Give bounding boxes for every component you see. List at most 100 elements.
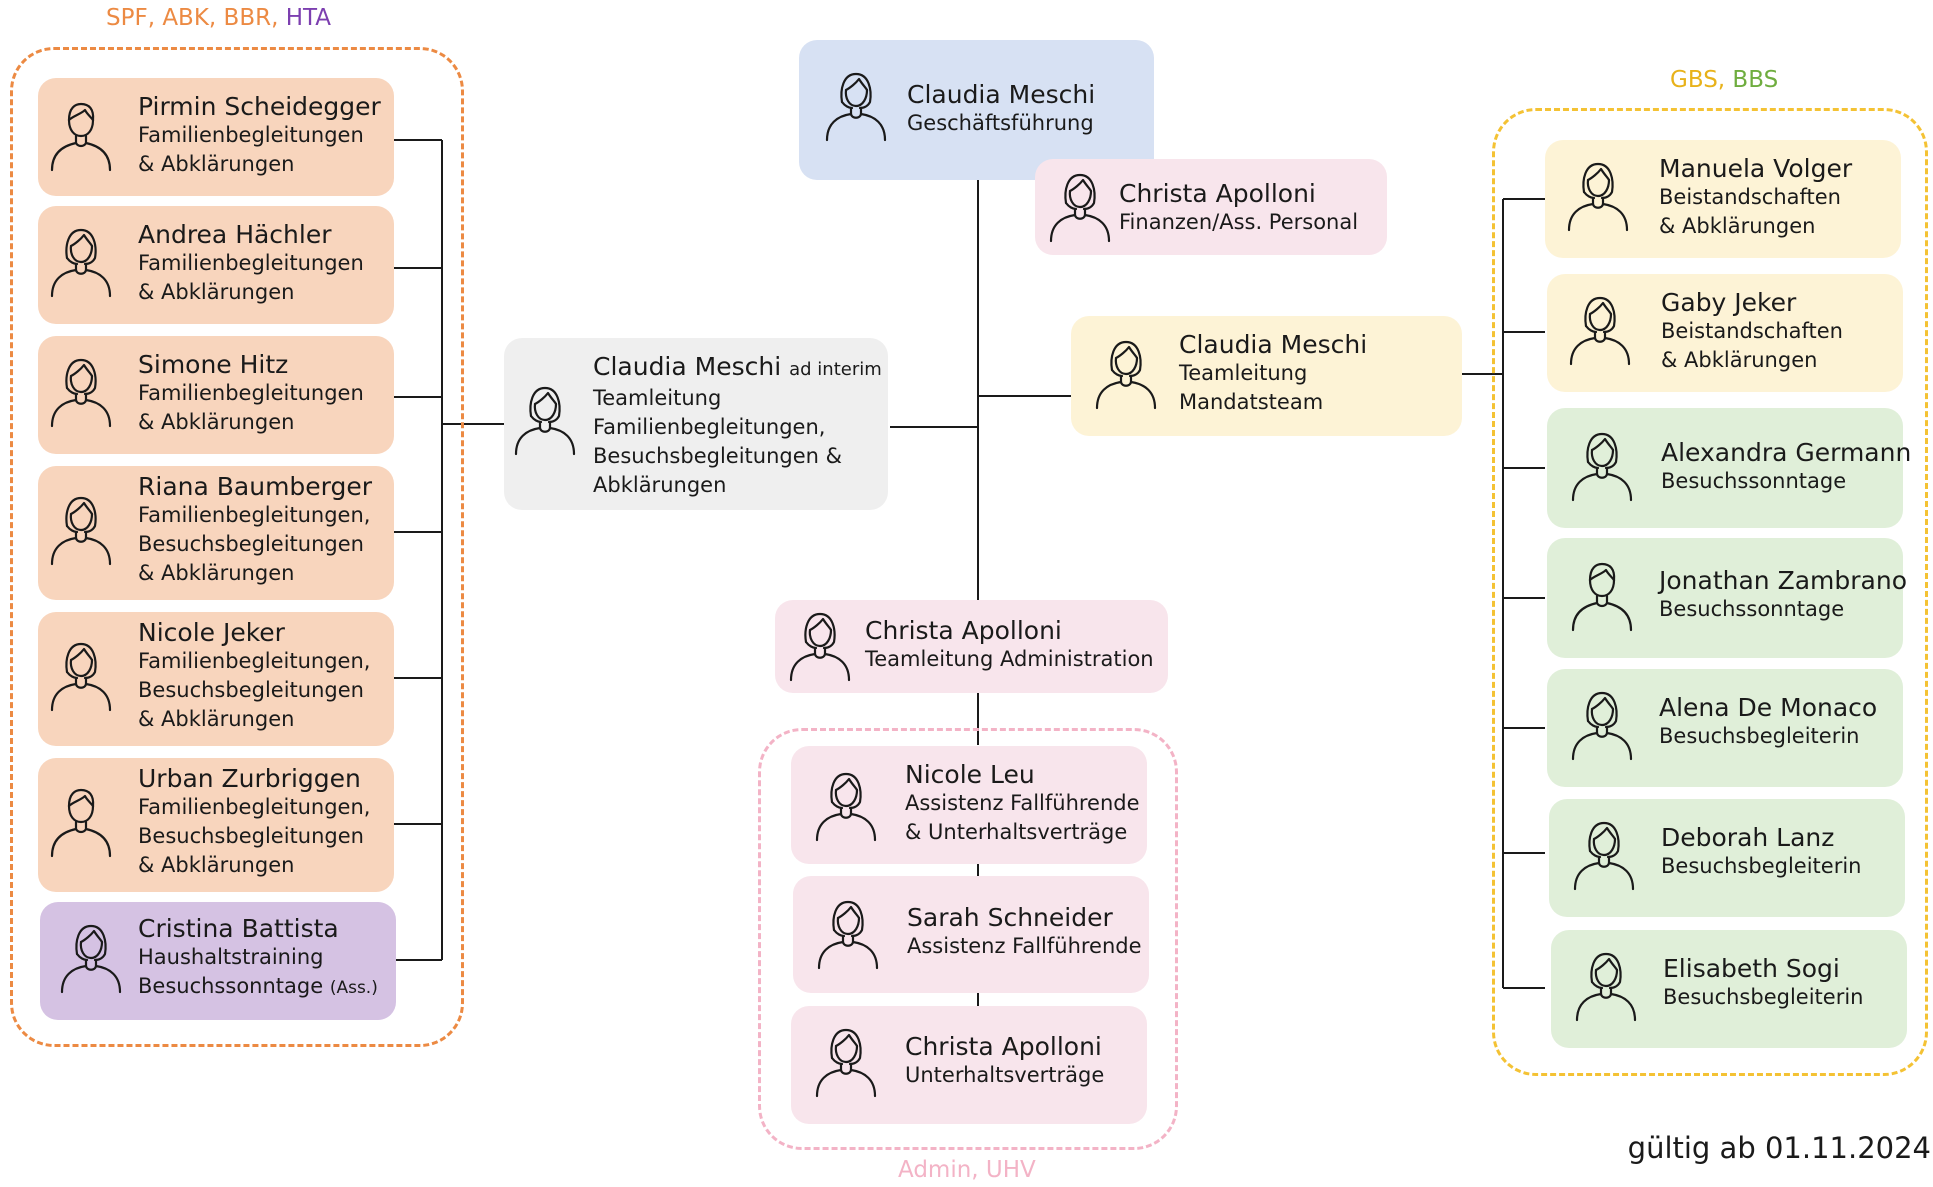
right-member-role: Beistandschaften bbox=[1661, 319, 1843, 343]
woman-icon bbox=[1573, 948, 1639, 1022]
right-member-name: Alena De Monaco bbox=[1659, 693, 1878, 722]
left-member-role: Besuchssonntage (Ass.) bbox=[138, 974, 378, 998]
left-member-role: Besuchsbegleitungen bbox=[138, 532, 364, 556]
woman-icon bbox=[813, 1024, 879, 1098]
card-right-member: Deborah Lanz Besuchsbegleiterin bbox=[1549, 799, 1905, 917]
card-right-member: Gaby Jeker Beistandschaften & Abklärunge… bbox=[1547, 274, 1903, 392]
card-right-member: Alexandra Germann Besuchssonntage bbox=[1547, 408, 1911, 528]
mandate-lead-role-1: Teamleitung bbox=[1179, 361, 1308, 385]
left-member-role: Haushaltstraining bbox=[138, 945, 324, 969]
card-left-member: Pirmin Scheidegger Familienbegleitungen … bbox=[38, 78, 394, 196]
right-member-role: Besuchssonntage bbox=[1659, 597, 1845, 621]
card-mandate-lead: Claudia Meschi Teamleitung Mandatsteam bbox=[1071, 316, 1462, 436]
left-member-role: & Abklärungen bbox=[138, 853, 295, 877]
left-member-role: Familienbegleitungen bbox=[138, 123, 364, 147]
admin-group-label: Admin, UHV bbox=[898, 1157, 1036, 1183]
role-note: (Ass.) bbox=[329, 978, 378, 998]
right-member-name: Manuela Volger bbox=[1659, 154, 1853, 183]
right-member-role: Besuchsbegleiterin bbox=[1659, 724, 1860, 748]
card-right-member: Elisabeth Sogi Besuchsbegleiterin bbox=[1551, 930, 1907, 1048]
mandate-lead-name: Claudia Meschi bbox=[1179, 330, 1368, 359]
right-member-name: Alexandra Germann bbox=[1661, 438, 1912, 467]
admin-member-name: Nicole Leu bbox=[905, 760, 1035, 789]
left-member-role: Familienbegleitungen bbox=[138, 251, 364, 275]
admin-member-role: Assistenz Fallführende bbox=[907, 934, 1142, 958]
admin-member-role: Assistenz Fallführende bbox=[905, 791, 1140, 815]
woman-icon bbox=[823, 68, 889, 142]
woman-icon bbox=[813, 768, 879, 842]
right-member-role: Besuchssonntage bbox=[1661, 469, 1847, 493]
woman-icon bbox=[58, 920, 124, 994]
woman-icon bbox=[1093, 336, 1159, 410]
left-member-role: & Abklärungen bbox=[138, 707, 295, 731]
left-member-role: Familienbegleitungen, bbox=[138, 503, 371, 527]
card-admin-lead: Christa Apolloni Teamleitung Administrat… bbox=[775, 600, 1168, 693]
card-right-member: Jonathan Zambrano Besuchssonntage bbox=[1547, 538, 1907, 658]
woman-icon bbox=[1567, 292, 1633, 366]
card-left-member: Cristina Battista Haushaltstraining Besu… bbox=[40, 902, 396, 1020]
finance-role: Finanzen/Ass. Personal bbox=[1119, 210, 1359, 234]
admin-team-group bbox=[758, 728, 1178, 1150]
admin-lead-name: Christa Apolloni bbox=[865, 616, 1062, 645]
right-team-group bbox=[1492, 108, 1928, 1076]
woman-icon bbox=[815, 896, 881, 970]
card-ceo: Claudia Meschi Geschäftsführung bbox=[799, 40, 1154, 180]
left-member-role: & Abklärungen bbox=[138, 152, 295, 176]
mandate-lead-role-2: Mandatsteam bbox=[1179, 390, 1324, 414]
woman-icon bbox=[1565, 158, 1631, 232]
woman-icon bbox=[48, 638, 114, 712]
family-lead-role-3: Besuchsbegleitungen & bbox=[593, 444, 843, 468]
ceo-name: Claudia Meschi bbox=[907, 80, 1096, 109]
left-member-role: Besuchsbegleitungen bbox=[138, 824, 364, 848]
left-member-name: Andrea Hächler bbox=[138, 220, 332, 249]
left-member-role: & Abklärungen bbox=[138, 561, 295, 585]
family-lead-role-1: Teamleitung bbox=[593, 386, 722, 410]
card-left-member: Simone Hitz Familienbegleitungen & Abklä… bbox=[38, 336, 394, 454]
right-member-role: Besuchsbegleiterin bbox=[1663, 985, 1864, 1009]
right-member-role: Beistandschaften bbox=[1659, 185, 1841, 209]
right-member-role: Besuchsbegleiterin bbox=[1661, 854, 1862, 878]
card-left-member: Andrea Hächler Familienbegleitungen & Ab… bbox=[38, 206, 394, 324]
left-member-name: Nicole Jeker bbox=[138, 618, 285, 647]
man-icon bbox=[48, 98, 114, 172]
admin-member-name: Christa Apolloni bbox=[905, 1032, 1102, 1061]
admin-lead-role: Teamleitung Administration bbox=[865, 647, 1154, 671]
right-member-name: Jonathan Zambrano bbox=[1659, 566, 1907, 595]
card-left-member: Urban Zurbriggen Familienbegleitungen, B… bbox=[38, 758, 394, 892]
man-icon bbox=[1569, 558, 1635, 632]
card-admin-member: Nicole Leu Assistenz Fallführende & Unte… bbox=[791, 746, 1147, 864]
left-team-group bbox=[10, 47, 464, 1047]
admin-member-role: Unterhaltsverträge bbox=[905, 1063, 1105, 1087]
woman-icon bbox=[48, 492, 114, 566]
woman-icon bbox=[787, 608, 853, 682]
left-group-label: SPF, ABK, BBR, HTA bbox=[106, 5, 331, 31]
right-member-name: Deborah Lanz bbox=[1661, 823, 1835, 852]
left-member-role: Besuchsbegleitungen bbox=[138, 678, 364, 702]
left-member-name: Riana Baumberger bbox=[138, 472, 373, 501]
woman-icon bbox=[48, 354, 114, 428]
admin-member-name: Sarah Schneider bbox=[907, 903, 1113, 932]
right-group-label: GBS, BBS bbox=[1670, 67, 1779, 93]
right-member-role: & Abklärungen bbox=[1661, 348, 1818, 372]
family-lead-role-2: Familienbegleitungen, bbox=[593, 415, 826, 439]
card-finance: Christa Apolloni Finanzen/Ass. Personal bbox=[1035, 159, 1387, 255]
family-lead-name: Claudia Meschi ad interim bbox=[593, 352, 882, 381]
left-member-role: Familienbegleitungen, bbox=[138, 795, 371, 819]
right-member-name: Gaby Jeker bbox=[1661, 288, 1797, 317]
woman-icon bbox=[1569, 687, 1635, 761]
woman-icon bbox=[1047, 169, 1113, 243]
left-member-role: & Abklärungen bbox=[138, 410, 295, 434]
valid-from-date: gültig ab 01.11.2024 bbox=[1627, 1131, 1931, 1165]
woman-icon bbox=[1569, 428, 1635, 502]
card-left-member: Nicole Jeker Familienbegleitungen, Besuc… bbox=[38, 612, 394, 746]
left-member-role: & Abklärungen bbox=[138, 280, 295, 304]
card-admin-member: Sarah Schneider Assistenz Fallführende bbox=[793, 876, 1149, 993]
left-member-role: Familienbegleitungen bbox=[138, 381, 364, 405]
left-member-name: Simone Hitz bbox=[138, 350, 289, 379]
woman-icon bbox=[48, 224, 114, 298]
right-member-name: Elisabeth Sogi bbox=[1663, 954, 1840, 983]
card-right-member: Alena De Monaco Besuchsbegleiterin bbox=[1547, 669, 1903, 787]
card-family-lead: Claudia Meschi ad interim Teamleitung Fa… bbox=[504, 338, 888, 510]
left-member-role: Familienbegleitungen, bbox=[138, 649, 371, 673]
